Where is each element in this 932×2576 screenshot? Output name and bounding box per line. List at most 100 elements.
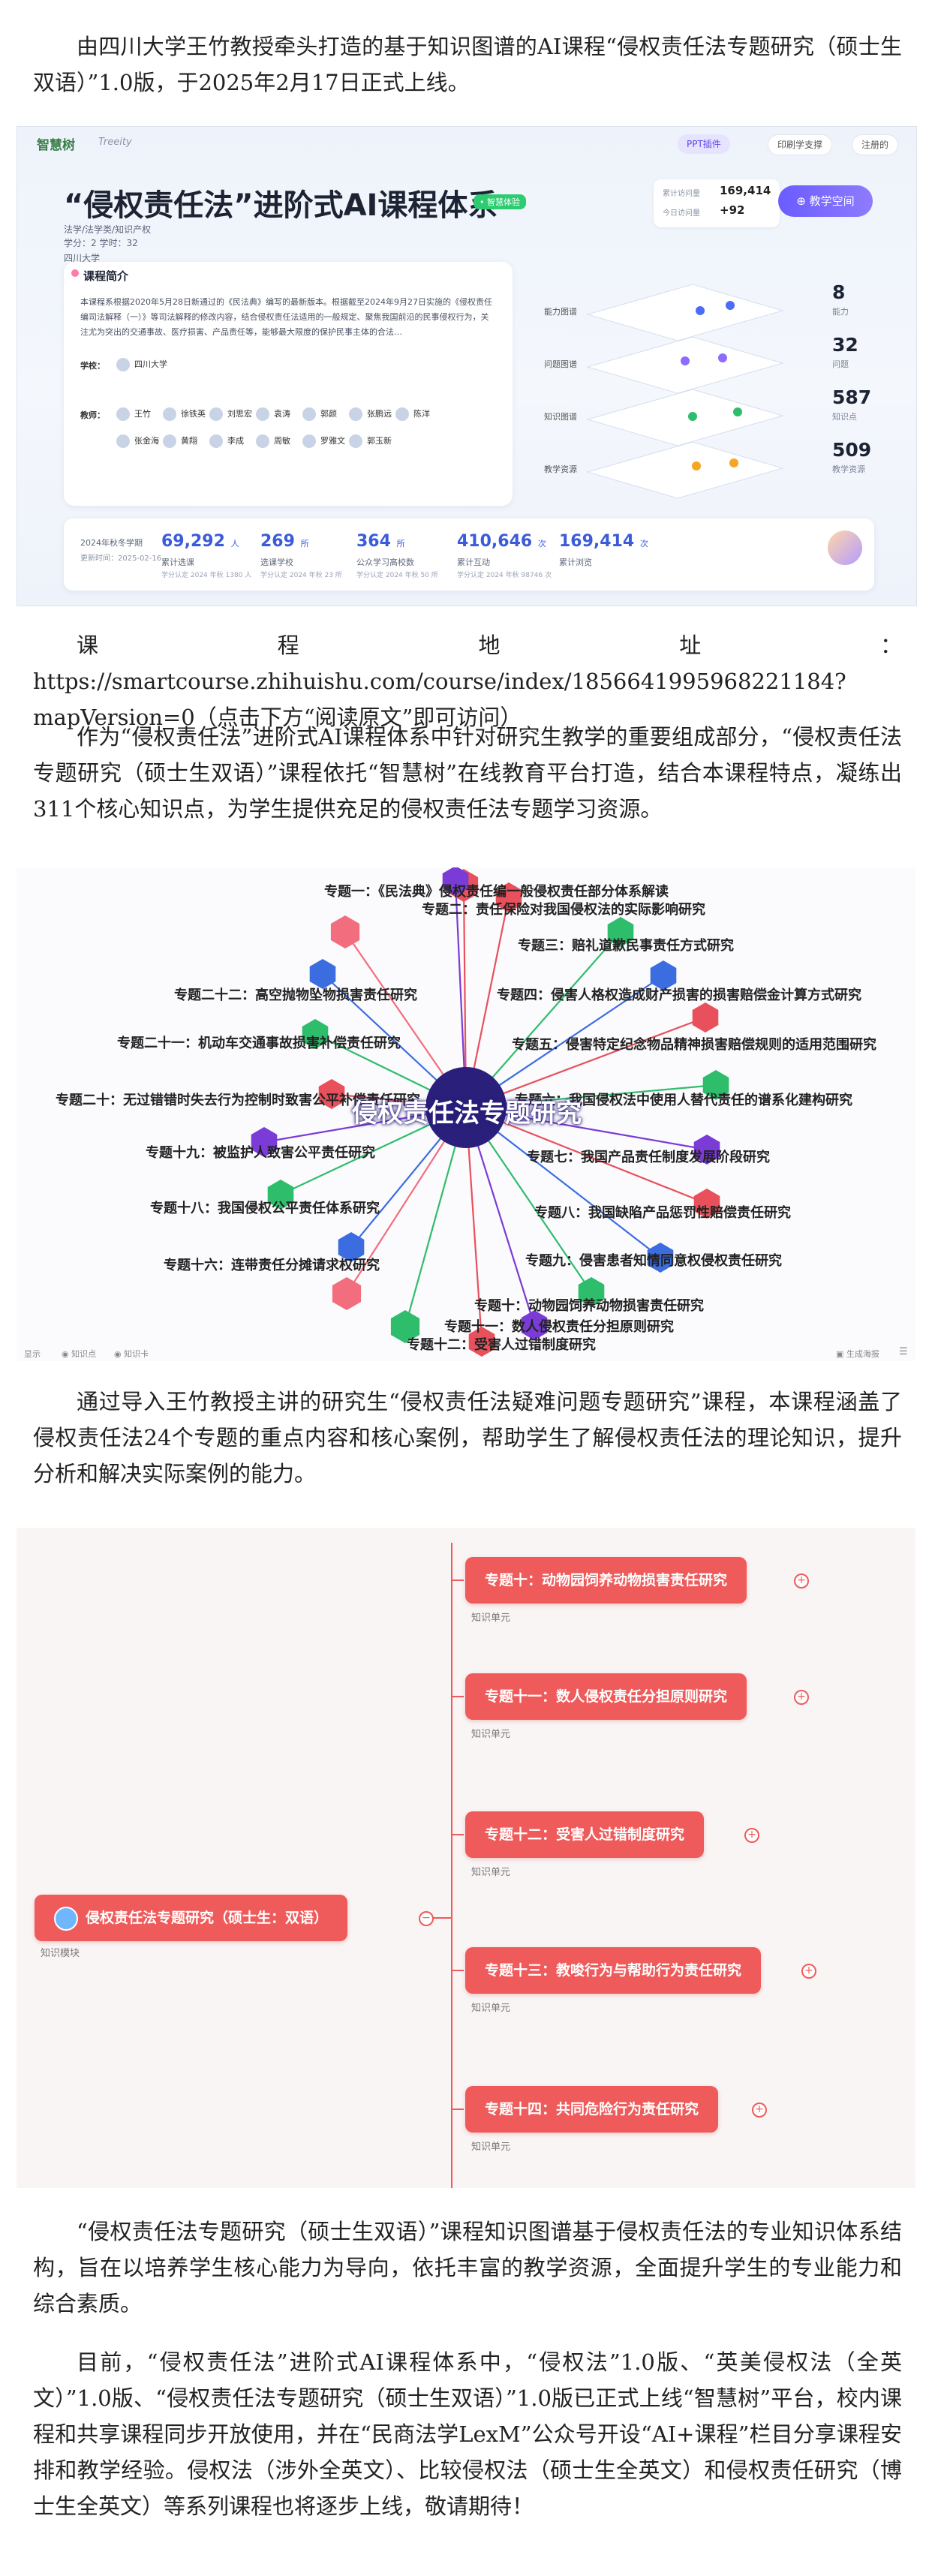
- print-button[interactable]: 印刷学支撑: [768, 134, 833, 155]
- expand-icon[interactable]: +: [801, 1964, 816, 1979]
- graph-link: [465, 1016, 706, 1109]
- mindmap-topic-node[interactable]: 专题十三：教唆行为与帮助行为责任研究: [465, 1947, 762, 1994]
- layer-ability: [586, 284, 784, 341]
- teaching-space-button[interactable]: ⊕ 教学空间: [778, 185, 873, 217]
- mindmap-topic-node[interactable]: 专题十四：共同危险行为责任研究: [465, 2086, 719, 2133]
- graph-footer: 显示 ◉ 知识点 ◉ 知识卡 ▣ 生成海报 ☰: [17, 1346, 915, 1361]
- topic-label[interactable]: 专题六：我国侵权法中使用人替代责任的谱系化建构研究: [515, 1093, 852, 1108]
- kpi-knowledge-label: 知识点: [832, 412, 857, 422]
- teacher-chip[interactable]: 徐铁英: [163, 407, 206, 421]
- graph-node: [693, 1135, 720, 1165]
- topic-label[interactable]: 专题十六：连带责任分摊请求权研究: [164, 1258, 380, 1273]
- school-label: 学校：: [80, 361, 105, 371]
- node-type-label: 知识单元: [471, 1867, 511, 1878]
- course-url-paragraph: 课程地址：https://smartcourse.zhihuishu.com/c…: [33, 633, 902, 730]
- mindmap-topic-node[interactable]: 专题十二：受害人过错制度研究: [465, 1811, 705, 1858]
- course-school-top: 四川大学: [64, 253, 101, 263]
- stat-label: 累计选课: [161, 558, 194, 567]
- platform-logo-sub: Treeity: [98, 137, 132, 148]
- graph-node: [251, 1127, 278, 1157]
- intro-paragraph: 由四川大学王竹教授牵头打造的基于知识图谱的AI课程“侵权责任法专题研究（硕士生双…: [33, 34, 902, 95]
- teacher-chip[interactable]: 王竹: [116, 407, 151, 421]
- expand-icon[interactable]: +: [752, 2103, 767, 2118]
- teacher-avatar: [116, 407, 130, 421]
- topic-label[interactable]: 专题十八：我国侵权公平责任体系研究: [150, 1201, 380, 1216]
- graph-node: [650, 960, 677, 990]
- stat-label: 累计浏览: [559, 558, 592, 567]
- mindmap-topic-node[interactable]: 专题十：动物园饲养动物损害责任研究: [465, 1557, 747, 1604]
- stat-value: 69,292 人: [161, 532, 239, 551]
- teacher-chip[interactable]: 袁涛: [256, 407, 290, 421]
- mindmap-topic-node[interactable]: 专题十一：数人侵权责任分担原则研究: [465, 1673, 747, 1720]
- footer-knowledge-point[interactable]: ◉ 知识点: [62, 1349, 97, 1359]
- topic-label[interactable]: 专题九：侵害患者知情同意权侵权责任研究: [525, 1253, 782, 1269]
- teacher-chip[interactable]: 黄翔: [163, 434, 197, 448]
- topic-label[interactable]: 专题八：我国缺陷产品惩罚性赔偿责任研究: [534, 1205, 791, 1221]
- layer-labels: 能力图谱 问题图谱 知识图谱 教学资源: [544, 307, 577, 474]
- knowledge-graph-paragraph: “侵权责任法专题研究（硕士生双语）”课程知识图谱基于侵权责任法的专业知识体系结构…: [33, 2219, 902, 2316]
- generate-poster-button[interactable]: ▣ 生成海报: [836, 1349, 879, 1359]
- node-type-label: 知识单元: [471, 2142, 511, 2153]
- school-chip[interactable]: 四川大学: [116, 358, 167, 371]
- graph-node: [647, 1243, 674, 1273]
- topic-label[interactable]: 专题四：侵害人格权造成财产损害的损害赔偿金计算方式研究: [497, 987, 861, 1003]
- footer-knowledge-card[interactable]: ◉ 知识卡: [114, 1349, 149, 1359]
- teacher-chip[interactable]: 张金海: [116, 434, 159, 448]
- stat-label: 公众学习高校数: [356, 558, 414, 567]
- graph-node: [578, 1277, 605, 1307]
- topic-label[interactable]: 专题一：《民法典》侵权责任编一般侵权责任部分体系解读: [324, 884, 669, 900]
- stat-sub: 学分认定 2024 年秋 23 所: [260, 572, 342, 579]
- expand-icon[interactable]: +: [744, 1828, 759, 1843]
- topic-label[interactable]: 专题十：动物园饲养动物损害责任研究: [474, 1298, 704, 1314]
- teacher-chip[interactable]: 周敏: [256, 434, 290, 448]
- stat-value: 364 所: [356, 532, 405, 551]
- teacher-chip[interactable]: 郭玉新: [349, 434, 392, 448]
- ppt-plugin-button[interactable]: PPT插件: [678, 134, 730, 154]
- graph-node: [702, 1070, 729, 1100]
- platform-topbar: 智慧树 Treeity PPT插件 印刷学支撑 注册的: [17, 127, 916, 163]
- mindmap-root-node[interactable]: 侵权责任法专题研究（硕士生：双语）: [35, 1895, 348, 1941]
- assistant-avatar[interactable]: [828, 531, 862, 565]
- teacher-chip[interactable]: 李成: [209, 434, 244, 448]
- topic-label[interactable]: 专题二十二：高空抛物坠物损害责任研究: [174, 987, 417, 1003]
- topic-label[interactable]: 专题十九：被监护人致害公平责任研究: [146, 1145, 375, 1161]
- teacher-chip[interactable]: 张鹏远: [349, 407, 392, 421]
- course-category: 法学/法学类/知识产权: [64, 224, 152, 235]
- teacher-chip[interactable]: 郭颜: [302, 407, 337, 421]
- course-credits: 学分：2 学时：32: [64, 238, 138, 248]
- topic-label[interactable]: 专题十一：数人侵权责任分担原则研究: [444, 1319, 674, 1335]
- update-date: 更新时间：2025-02-16: [80, 555, 162, 563]
- graph-link: [465, 1107, 661, 1258]
- user-button[interactable]: 注册的: [852, 134, 899, 155]
- topic-label[interactable]: 专题二十：无过错错时失去行为控制时致害公平补偿责任研究: [56, 1093, 420, 1108]
- intro-text: 本课程系根据2020年5月28日新通过的《民法典》编写的最新版本。根据截至202…: [80, 297, 492, 337]
- topic-label[interactable]: 专题三：赔礼道歉民事责任方式研究: [518, 938, 734, 954]
- topic-label[interactable]: 专题二十一：机动车交通事故损害补偿责任研究: [117, 1036, 401, 1051]
- root-collapse-icon[interactable]: −: [419, 1911, 434, 1926]
- node-type-label: 知识单元: [471, 1729, 511, 1740]
- knowledge-graph-screenshot: 专题一：《民法典》侵权责任编一般侵权责任部分体系解读专题二：责任保险对我国侵权法…: [17, 867, 915, 1361]
- kpi-question-label: 问题: [832, 359, 849, 369]
- topic-label[interactable]: 专题七：我国产品责任制度发展阶段研究: [527, 1150, 770, 1165]
- intro-dot-icon: [71, 269, 79, 277]
- teacher-avatar: [302, 434, 316, 448]
- topic-label[interactable]: 专题五：侵害特定纪念物品精神损害赔偿规则的适用范围研究: [512, 1037, 876, 1053]
- graph-node: [607, 917, 634, 947]
- teacher-avatar: [209, 407, 223, 421]
- footer-display[interactable]: 显示: [24, 1349, 41, 1359]
- teacher-avatar: [302, 407, 316, 421]
- stat-label: 选课学校: [260, 558, 293, 567]
- kpi-knowledge-value: 587: [832, 386, 872, 408]
- stat-value: 169,414 次: [559, 532, 648, 551]
- knowledge-layers-graphic: [586, 284, 784, 499]
- expand-icon[interactable]: +: [794, 1690, 809, 1705]
- menu-icon[interactable]: ☰: [899, 1346, 908, 1357]
- topic-label[interactable]: 专题十二：受害人过错制度研究: [407, 1337, 596, 1353]
- topic-label[interactable]: 专题二：责任保险对我国侵权法的实际影响研究: [422, 902, 705, 918]
- teacher-avatar: [209, 434, 223, 448]
- teacher-chip[interactable]: 陈洋: [395, 407, 430, 421]
- teacher-chip[interactable]: 罗雅文: [302, 434, 345, 448]
- teacher-avatar: [163, 434, 176, 448]
- teacher-chip[interactable]: 刘思宏: [209, 407, 252, 421]
- expand-icon[interactable]: +: [794, 1574, 809, 1589]
